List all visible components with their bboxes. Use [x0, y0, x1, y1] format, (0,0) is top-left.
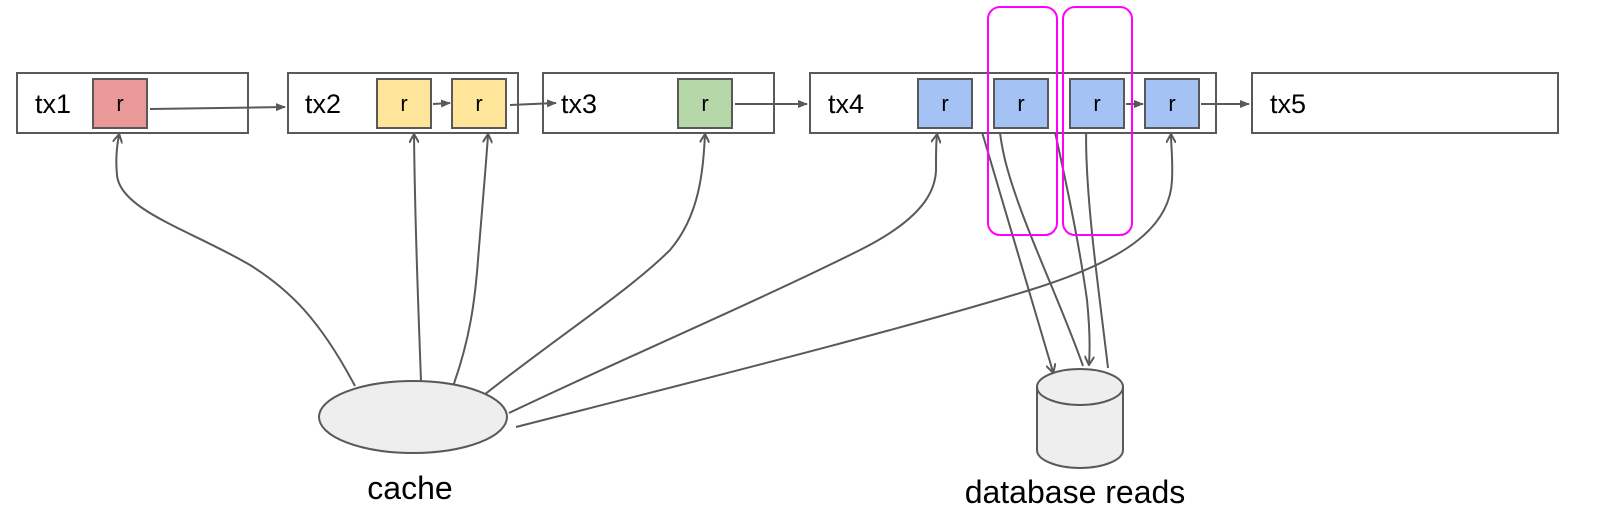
edge-cache-to-tx4-r4: [515, 135, 1172, 428]
tx1: tx1 r: [16, 72, 249, 134]
tx3-read-1[interactable]: [677, 78, 733, 129]
tx4-read-1[interactable]: [917, 78, 973, 129]
edge-tx2-r1-to-r2: [432, 99, 451, 108]
cache-edges: [116, 135, 1172, 428]
tx5-box: [1251, 72, 1559, 134]
edge-tx4-r2-to-database: [1054, 131, 1090, 364]
edge-tx2-to-tx3: [509, 99, 557, 108]
database-edges: [981, 103, 1109, 372]
tx4-read-4-label: r: [1168, 91, 1175, 116]
edge-cache-to-tx1-r1: [116, 135, 356, 387]
tx4-read-1-label: r: [941, 91, 948, 116]
tx3-read-1-label: r: [701, 91, 708, 116]
database-cylinder-top: [1036, 368, 1124, 406]
tx5-label: tx5: [1270, 89, 1306, 119]
edge-cache-to-tx2-r2: [451, 135, 488, 390]
tx4-read-2[interactable]: [993, 78, 1049, 129]
tx1-label: tx1: [35, 89, 71, 119]
tx2-label: tx2: [305, 89, 341, 119]
tx4: tx4 r r r r: [809, 72, 1217, 134]
cache-label: cache: [367, 470, 452, 506]
highlight-tx4-read-2: [987, 6, 1058, 236]
edge-tx1-to-tx2: [149, 103, 286, 112]
cache: cache: [318, 380, 508, 506]
tx4-read-3-label: r: [1093, 91, 1100, 116]
tx4-read-3[interactable]: [1069, 78, 1125, 129]
edge-cache-to-tx2-r1: [414, 135, 422, 382]
highlight-tx4-read-3: [1062, 6, 1133, 236]
sequence-edges: [149, 99, 1250, 112]
database-label: database reads: [965, 474, 1186, 510]
tx4-label: tx4: [828, 89, 864, 119]
tx4-read-4[interactable]: [1144, 78, 1200, 129]
tx2-read-1-label: r: [400, 91, 407, 116]
tx3-label: tx3: [561, 89, 597, 119]
tx2-read-1[interactable]: [376, 78, 432, 129]
tx2-read-2-label: r: [475, 91, 482, 116]
edge-cache-to-tx4-r1: [508, 135, 937, 414]
tx1-read-1-label: r: [116, 91, 123, 116]
database: database reads: [965, 368, 1186, 510]
edge-cache-to-tx3-r1: [483, 135, 705, 396]
tx5: tx5: [1251, 72, 1559, 134]
tx4-read-2-label: r: [1017, 91, 1024, 116]
tx2-read-2[interactable]: [451, 78, 507, 129]
edge-tx4-r1-to-database: [981, 131, 1053, 372]
cache-ellipse: [318, 380, 508, 454]
tx2: tx2 r r: [287, 72, 519, 134]
tx1-read-1[interactable]: [92, 78, 148, 129]
database-cylinder-body: [1036, 387, 1124, 469]
